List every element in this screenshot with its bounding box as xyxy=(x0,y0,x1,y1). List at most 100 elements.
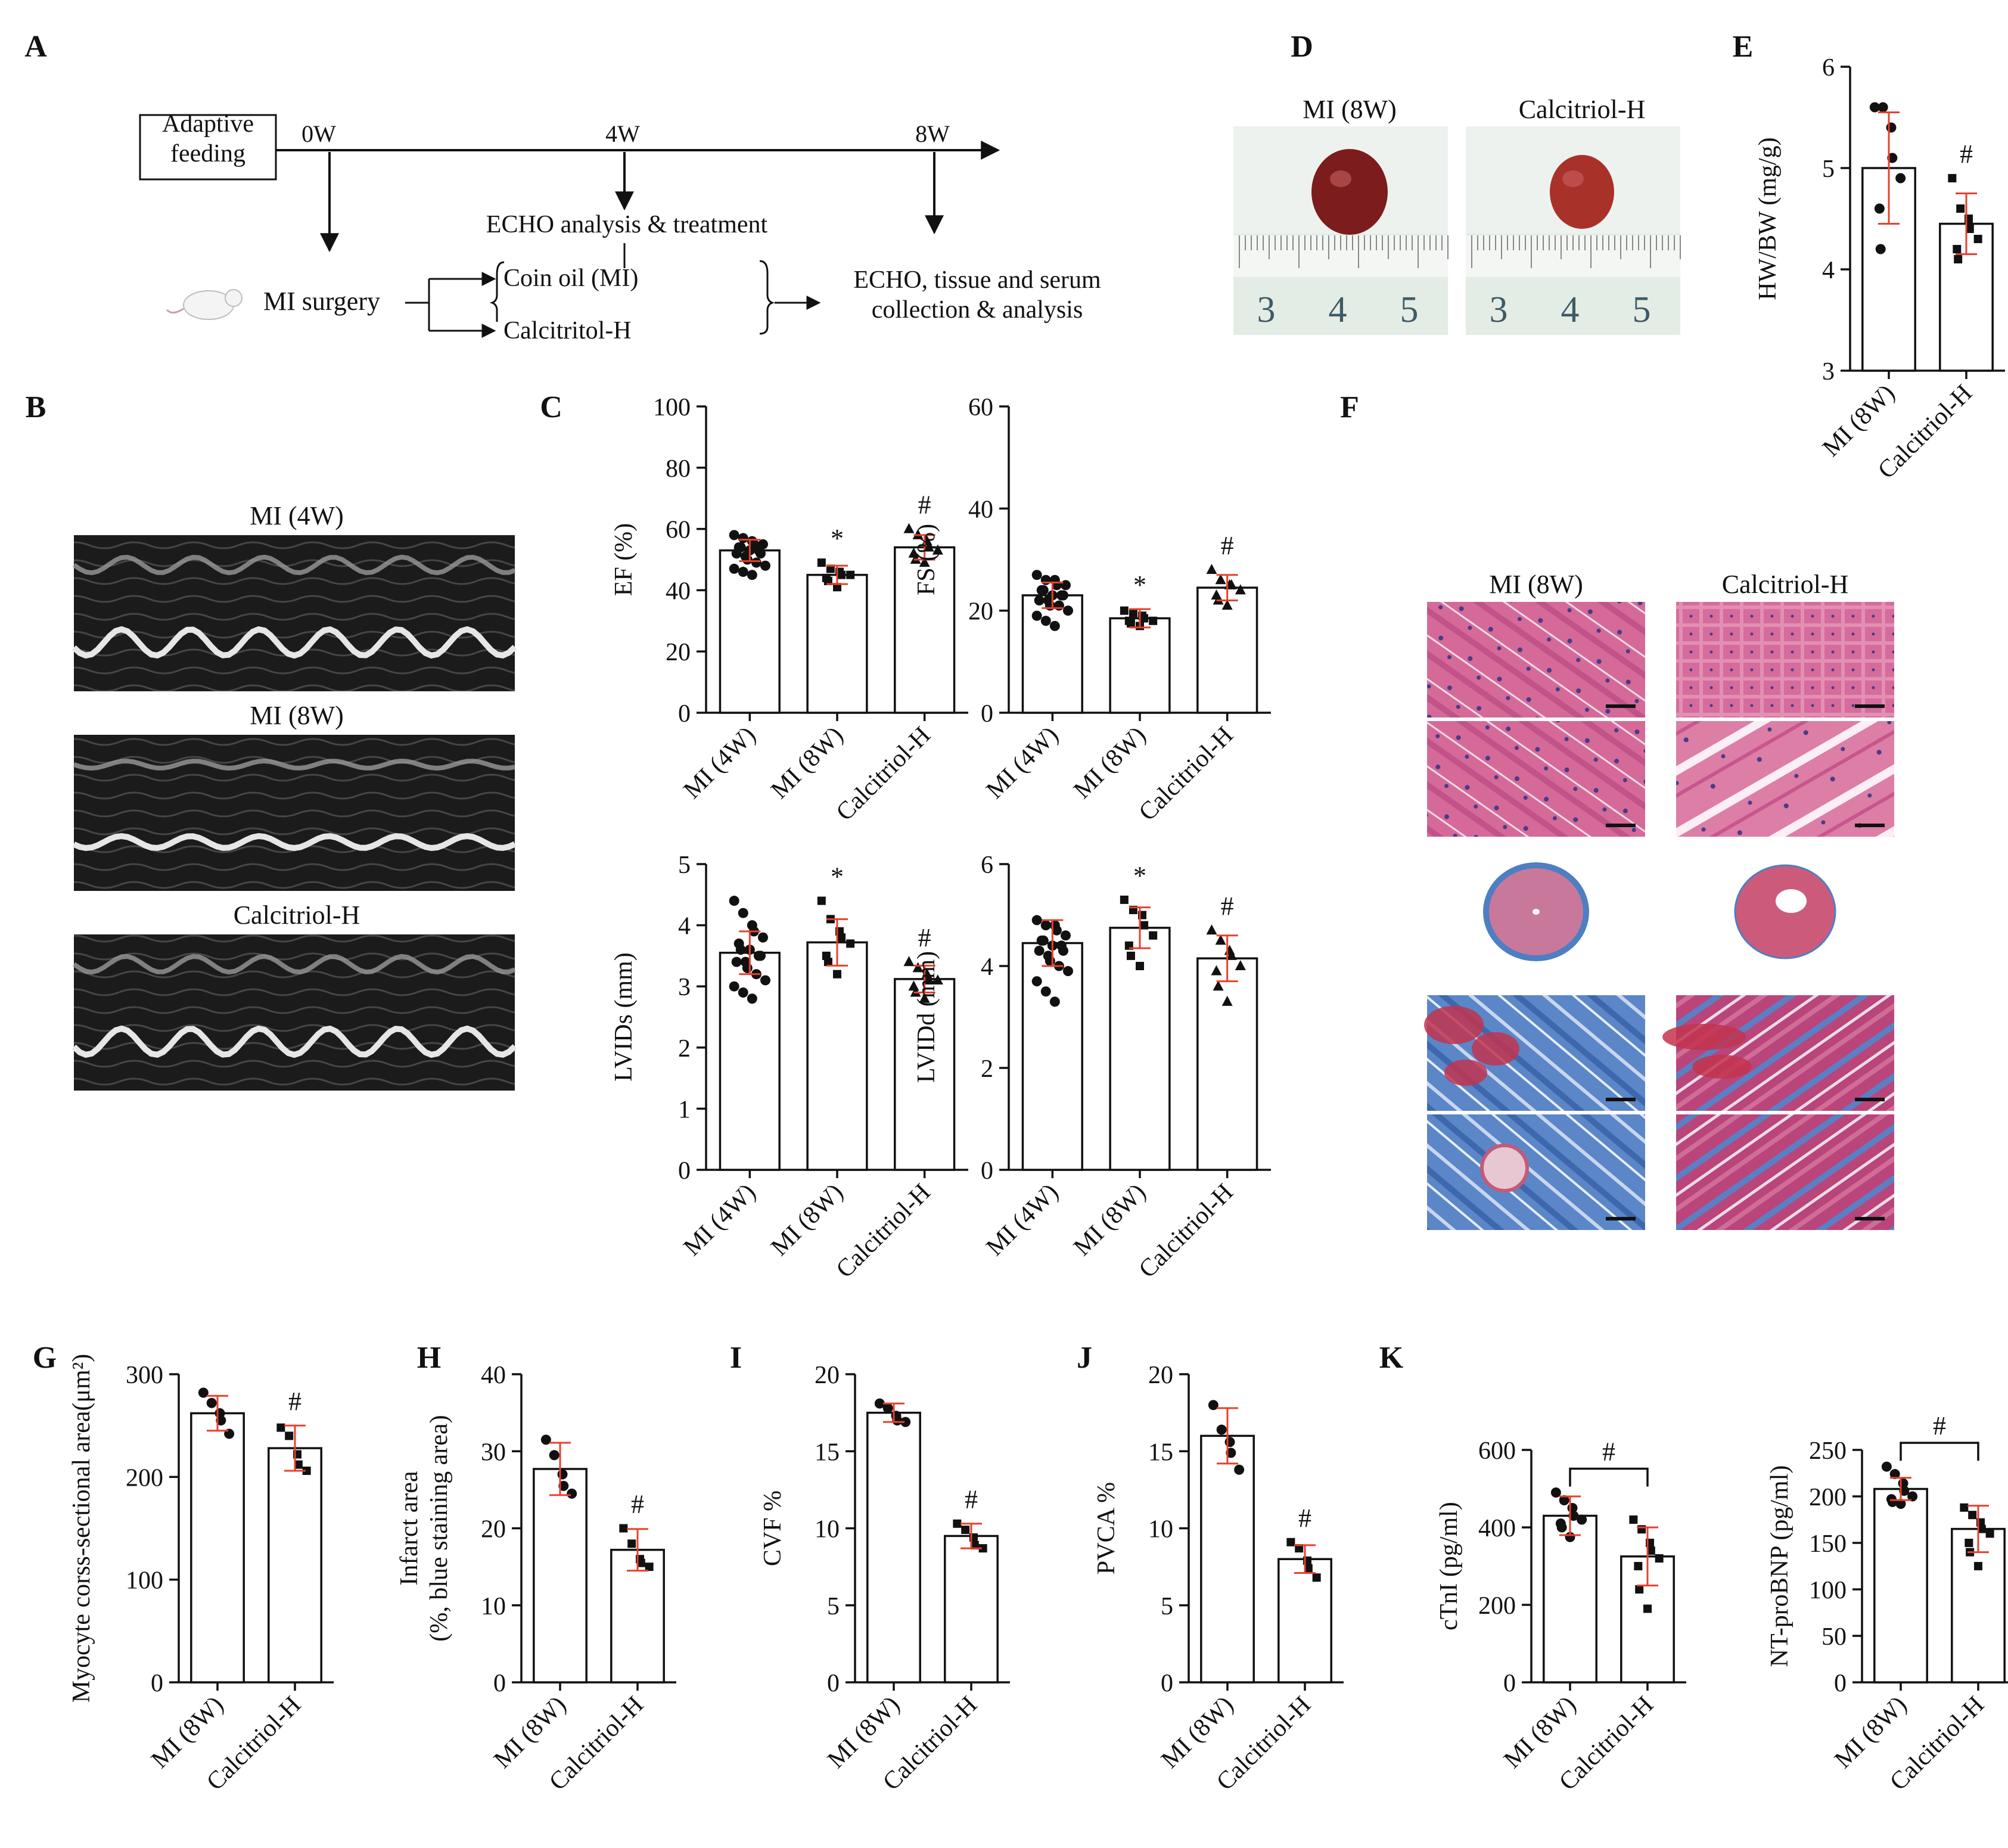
masson-red-region-4 xyxy=(1692,1055,1752,1079)
y-tick-label: 400 xyxy=(1478,1515,1516,1542)
y-axis-label: LVIDd (mm) xyxy=(913,951,940,1083)
y-tick-label: 20 xyxy=(481,1516,506,1543)
data-point xyxy=(1040,574,1051,585)
data-point xyxy=(837,570,846,579)
masson-red-region-3 xyxy=(1662,1024,1746,1050)
y-tick-label: 2 xyxy=(981,1055,993,1083)
bar xyxy=(944,1535,999,1684)
data-point xyxy=(1895,173,1906,184)
group-calcitriol-label: Calcitritol-H xyxy=(503,317,632,344)
heart-highlight-0 xyxy=(1330,170,1351,187)
significance-mark: # xyxy=(1960,139,1973,169)
data-point xyxy=(1053,600,1064,611)
data-point xyxy=(900,1417,911,1427)
heart-specimen-1 xyxy=(1550,155,1614,229)
bar xyxy=(1021,594,1083,714)
y-tick-label: 4 xyxy=(678,913,691,940)
y-tick-label: 3 xyxy=(678,974,691,1001)
group-coin-oil-label: Coin oil (MI) xyxy=(503,265,638,292)
data-point xyxy=(1629,1515,1638,1524)
y-tick-label: 100 xyxy=(1809,1577,1847,1604)
data-point xyxy=(1038,585,1049,595)
data-point xyxy=(912,962,924,973)
x-tick-label: Calcitriol-H xyxy=(1134,722,1239,827)
data-point xyxy=(892,1415,903,1426)
data-point xyxy=(760,975,770,986)
data-point xyxy=(738,567,748,577)
week-label-0W: 0W xyxy=(301,120,336,147)
data-point xyxy=(1559,1495,1569,1505)
y-tick-label: 0 xyxy=(678,1157,691,1185)
x-tick-label: MI (8W) xyxy=(766,722,848,805)
ruler-number-0-0: 3 xyxy=(1257,290,1276,330)
data-point xyxy=(729,896,739,906)
echo-texture-2 xyxy=(74,934,515,1091)
data-point xyxy=(817,558,826,567)
ruler-number-1-2: 5 xyxy=(1633,290,1651,330)
data-point xyxy=(1965,1539,1973,1547)
bar xyxy=(1543,1514,1597,1684)
bar xyxy=(1277,1558,1332,1684)
panel-letter-F: F xyxy=(1340,390,1359,424)
significance-mark: * xyxy=(1133,570,1146,600)
data-point xyxy=(1889,1469,1900,1480)
data-point xyxy=(826,564,835,573)
data-point xyxy=(1040,986,1051,997)
panel-letter-H: H xyxy=(417,1341,441,1375)
y-axis-label-line: Infarct area xyxy=(396,1471,423,1586)
bar xyxy=(190,1412,245,1684)
y-tick-label: 0 xyxy=(1161,1670,1173,1697)
x-tick-label: MI (4W) xyxy=(981,722,1064,805)
histology-tile-2 xyxy=(1427,721,1645,837)
y-tick-label: 5 xyxy=(1161,1593,1173,1620)
y-tick-label: 2 xyxy=(678,1035,691,1063)
histology-panel: MI (8W)Calcitriol-H xyxy=(1424,570,1894,1230)
y-tick-label: 60 xyxy=(968,394,993,421)
data-point xyxy=(1040,616,1051,626)
y-axis-label: HW/BW (mg/g) xyxy=(1754,137,1782,300)
data-point xyxy=(276,1423,285,1432)
data-point xyxy=(1062,605,1073,616)
ventricle-lumen-1 xyxy=(1776,889,1807,913)
x-tick-label: Calcitriol-H xyxy=(831,722,936,827)
adaptive-feeding-box xyxy=(139,114,277,181)
data-point xyxy=(1637,1525,1646,1534)
data-point xyxy=(1211,965,1222,976)
bar xyxy=(719,549,781,714)
data-point xyxy=(636,1558,645,1567)
data-point xyxy=(198,1387,209,1398)
data-point xyxy=(735,945,746,955)
data-point xyxy=(1031,570,1042,580)
week-label-8W: 8W xyxy=(915,120,950,147)
echo-texture-0 xyxy=(74,535,515,691)
ventricle-lumen-0 xyxy=(1533,909,1540,915)
bar xyxy=(1021,942,1083,1171)
data-point xyxy=(1954,255,1963,263)
data-point xyxy=(1206,924,1217,935)
end-analysis-label-line: collection & analysis xyxy=(872,296,1083,324)
data-point xyxy=(747,570,757,580)
data-point xyxy=(1221,995,1233,1006)
y-axis-label: Myocyte corss-sectional area(μm²) xyxy=(68,1354,95,1703)
data-point xyxy=(1129,608,1137,617)
x-tick-label: MI (8W) xyxy=(1068,1179,1151,1262)
data-point xyxy=(919,557,930,567)
bar xyxy=(1951,1527,2006,1684)
data-point xyxy=(970,1540,979,1549)
data-point xyxy=(216,1415,226,1426)
data-point xyxy=(755,951,766,961)
y-tick-label: 50 xyxy=(1822,1623,1847,1651)
data-point xyxy=(1960,1503,1969,1512)
data-point xyxy=(961,1526,970,1535)
data-point xyxy=(1206,564,1217,574)
y-tick-label: 40 xyxy=(968,496,993,523)
data-point xyxy=(923,974,934,984)
histology-label-1: Calcitriol-H xyxy=(1722,570,1849,599)
y-tick-label: 15 xyxy=(815,1439,840,1466)
ruler-number-0-2: 5 xyxy=(1400,290,1419,330)
masson-red-region-0 xyxy=(1424,1006,1484,1044)
y-tick-label: 6 xyxy=(1822,54,1835,82)
